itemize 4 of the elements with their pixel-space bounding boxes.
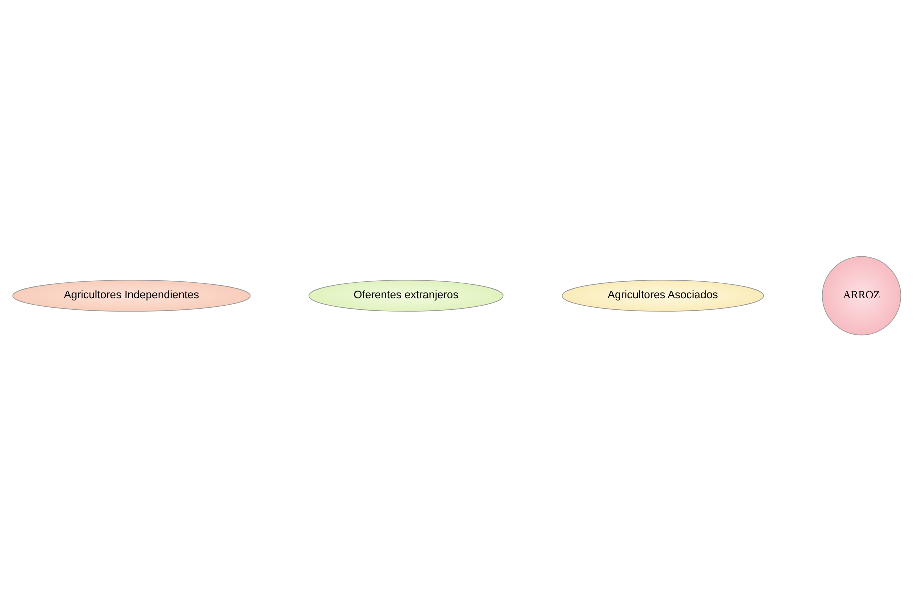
node-circle: ARROZ (822, 256, 902, 336)
node-ellipse: Agricultores Asociados (562, 280, 764, 312)
node-ellipse: Agricultores Independientes (12, 280, 251, 312)
node-ellipse: Oferentes extranjeros (308, 280, 504, 312)
